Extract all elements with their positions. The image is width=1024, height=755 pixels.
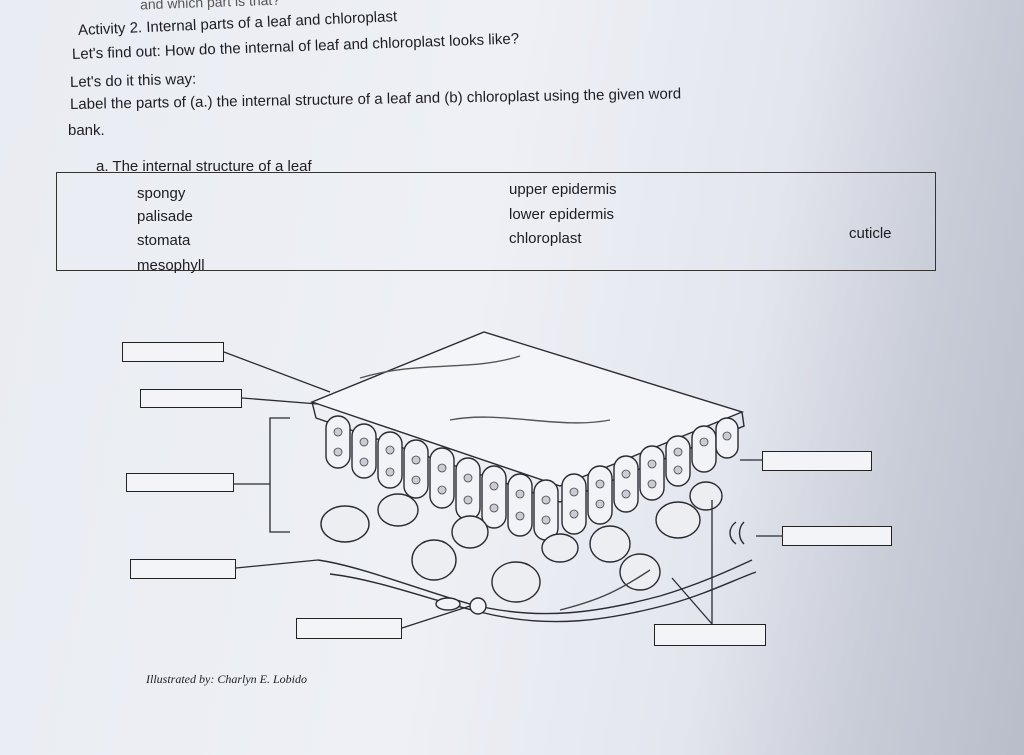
label-blank-3[interactable]	[126, 473, 234, 492]
label-blank-2[interactable]	[140, 389, 242, 408]
label-blank-1[interactable]	[122, 342, 224, 362]
label-blank-8[interactable]	[654, 624, 766, 646]
word-chloroplast: chloroplast	[509, 230, 582, 247]
label-blank-4[interactable]	[130, 559, 236, 579]
word-stomata: stomata	[137, 232, 191, 249]
label-blank-6[interactable]	[762, 451, 872, 471]
word-palisade: palisade	[137, 208, 193, 225]
word-cuticle: cuticle	[849, 225, 892, 242]
word-bank-box: spongy palisade stomata mesophyll upper …	[56, 172, 936, 274]
word-spongy: spongy	[137, 185, 186, 202]
word-upper-epidermis: upper epidermis	[509, 181, 617, 198]
section-a-heading: a. The internal structure of a leaf	[96, 158, 312, 175]
label-blank-5[interactable]	[296, 618, 402, 639]
word-lower-epidermis: lower epidermis	[509, 206, 615, 223]
illustration-credit: Illustrated by: Charlyn E. Lobido	[146, 672, 307, 686]
instruction-line-2: bank.	[68, 122, 105, 139]
word-mesophyll: mesophyll	[137, 257, 205, 274]
label-blank-7[interactable]	[782, 526, 892, 546]
